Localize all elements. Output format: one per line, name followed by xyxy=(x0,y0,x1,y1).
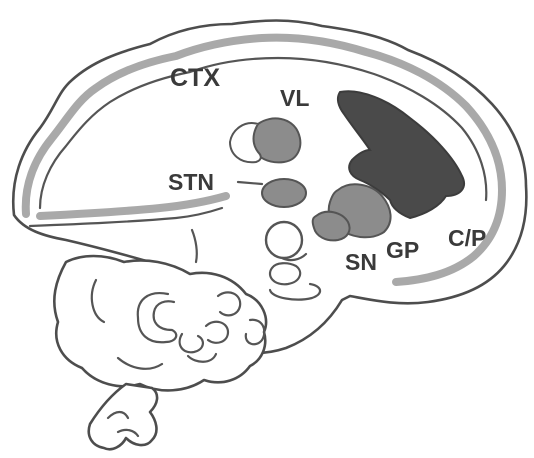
sn-shape xyxy=(266,222,302,258)
globus-pallidus-inner xyxy=(313,212,350,241)
stn-shape xyxy=(262,179,306,207)
label-vl: VL xyxy=(280,85,309,111)
label-cp: C/P xyxy=(448,225,486,251)
label-ctx: CTX xyxy=(170,64,220,92)
label-sn: SN xyxy=(345,249,377,275)
brainstem-outline xyxy=(89,384,157,449)
label-stn: STN xyxy=(168,169,214,195)
label-gp: GP xyxy=(386,237,419,263)
